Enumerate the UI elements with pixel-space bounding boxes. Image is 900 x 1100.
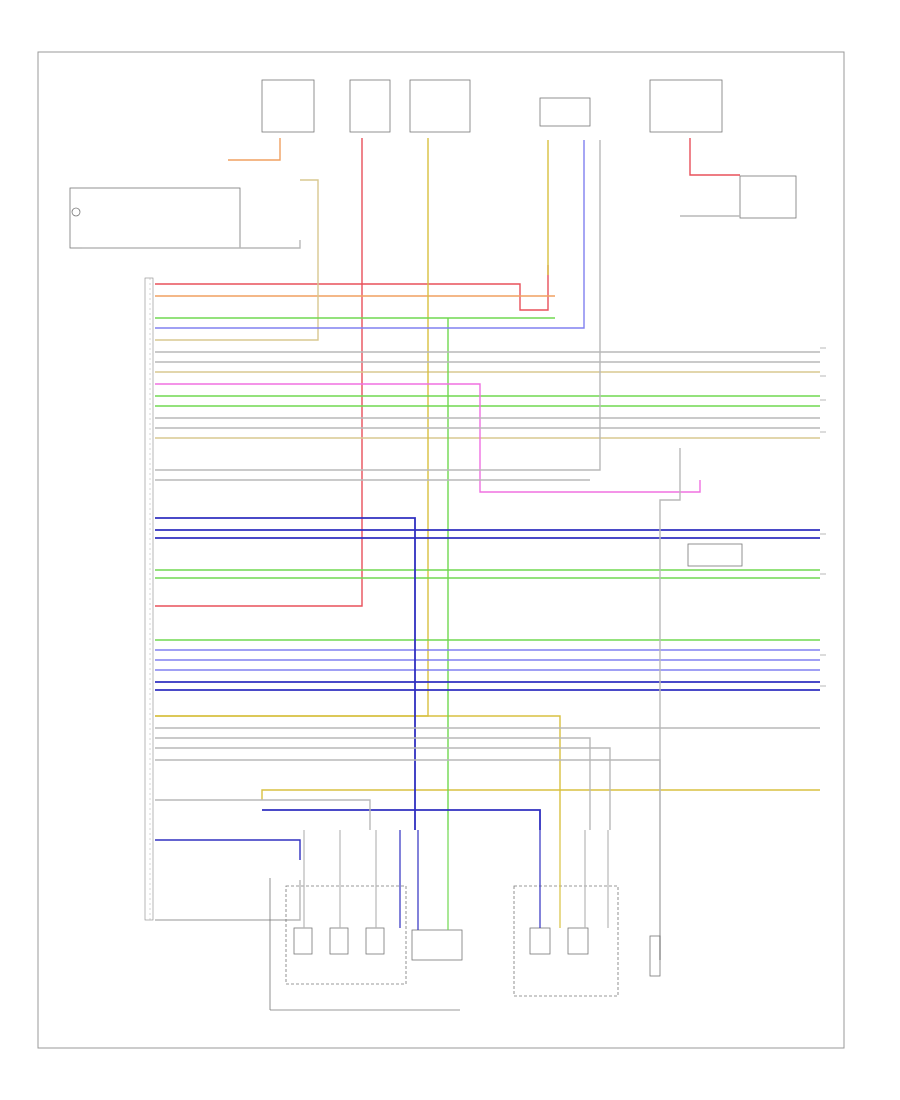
ground-block: [649, 935, 661, 977]
right-connectors: [820, 347, 826, 687]
control-module-box: [144, 277, 154, 921]
diagram-border: [37, 51, 845, 1049]
wires: [82, 138, 820, 960]
wire-gray-5: [155, 140, 601, 471]
wire-yellow-1: [155, 138, 429, 717]
bottom-stubs: [303, 830, 609, 930]
control-module: [144, 277, 154, 921]
wire-navy-7: [262, 809, 541, 830]
sensor-left-symbol: [71, 207, 81, 217]
wire-gray-13: [659, 448, 681, 960]
wire-red-1: [155, 265, 549, 311]
solenoid-2: [329, 927, 349, 955]
wire-tan-4: [155, 179, 319, 341]
wire-navy-5: [155, 517, 416, 830]
top-components: [69, 79, 797, 249]
solenoid-group-left: [285, 885, 407, 985]
fuse-block-right: [649, 79, 723, 133]
wire-gray-8: [155, 737, 591, 830]
solenoid-5: [567, 927, 589, 955]
wire-gray-9: [155, 747, 611, 830]
wire-navy-6: [155, 839, 301, 860]
fuse-block-1: [261, 79, 315, 133]
solenoid-3: [365, 927, 385, 955]
bottom-components: [269, 878, 619, 1011]
wire-red-2: [155, 138, 363, 607]
solenoid-1: [293, 927, 313, 955]
solenoid-4: [529, 927, 551, 955]
speed-sensor: [411, 929, 463, 961]
inline-resistor: [687, 543, 743, 567]
inline-components: [649, 543, 743, 977]
fuse-block-2: [349, 79, 391, 133]
solenoid-group-right: [513, 885, 619, 997]
wire-orange-1: [228, 138, 281, 161]
wire-yellow-4: [155, 715, 561, 830]
wire-red-3: [689, 138, 740, 176]
wire-gray-14: [155, 880, 301, 921]
fuse-block-3: [409, 79, 471, 133]
relay-switch-box: [739, 175, 797, 219]
sensor-top-box: [539, 97, 591, 127]
wire-yellow-3: [261, 789, 820, 800]
wire-gray-11: [155, 799, 371, 830]
wire-blue-1: [155, 140, 585, 329]
wire-pink-1: [155, 383, 701, 493]
wire-gray-15: [82, 240, 301, 249]
sensor-left-box: [69, 187, 241, 249]
